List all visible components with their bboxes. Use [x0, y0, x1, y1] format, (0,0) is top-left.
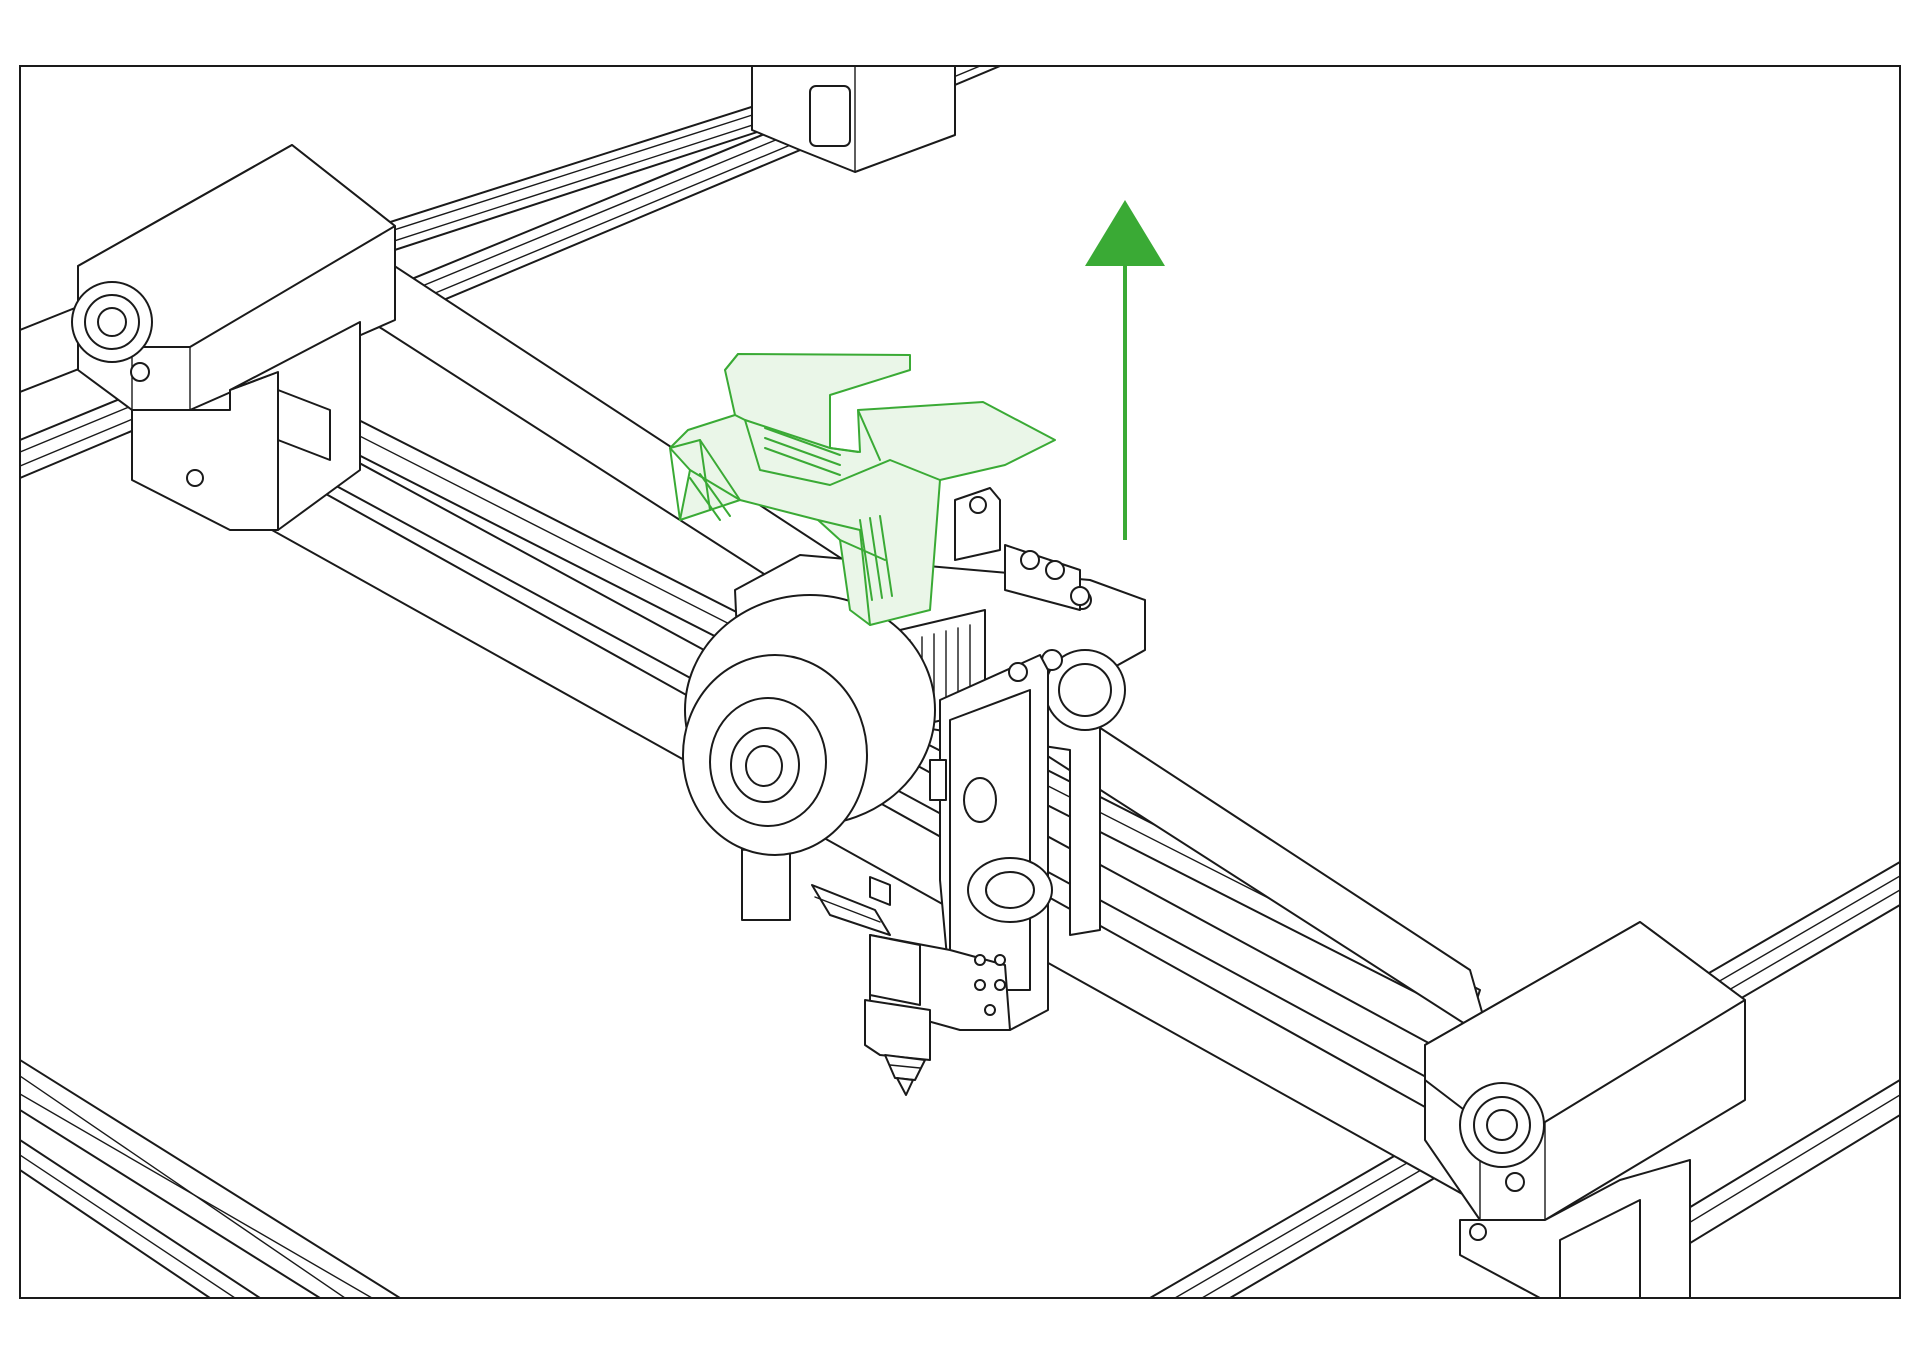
cover-outline [669, 353, 1056, 626]
print-head-carriage [682, 487, 1146, 1096]
highlighted-cover-part [669, 353, 1056, 626]
up-arrow-icon [1085, 200, 1165, 540]
cooling-fan [682, 594, 936, 856]
left-end-block [71, 144, 396, 531]
arrow-head [1085, 200, 1165, 266]
bottom-left-extrusion-rail [21, 1059, 401, 1297]
right-end-block [1424, 921, 1746, 1297]
